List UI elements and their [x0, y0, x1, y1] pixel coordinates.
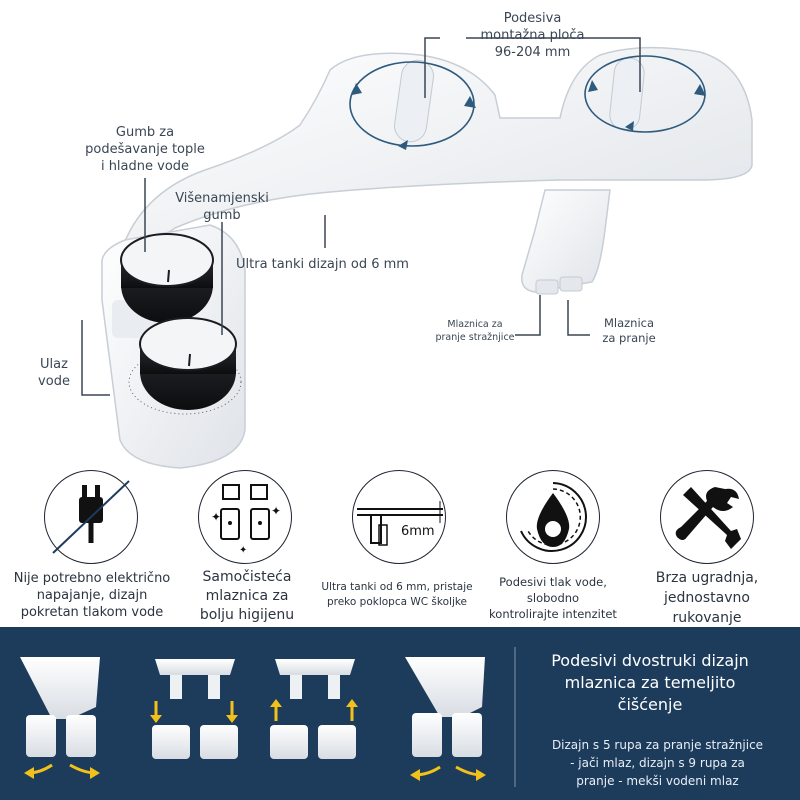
feature-tools-caption: Brza ugradnja, jednostavno rukovanje [655, 570, 759, 626]
nozzle-design-title: Podesivi dvostruki dizajn mlaznica za te… [551, 651, 749, 714]
feature-pressure [506, 470, 600, 564]
pressure-drop-icon [520, 482, 587, 552]
temperature-knob [120, 233, 214, 323]
no-plug-icon [52, 480, 130, 554]
feature-thin: 6mm [352, 470, 446, 564]
wash-nozzle-label: Mlaznica za pranje [602, 316, 656, 345]
nozzle-design-description: Dizajn s 5 rupa za pranje stražnjice - j… [551, 738, 764, 788]
nozzle-panel-1 [20, 657, 100, 779]
water-inlet-label: Ulaz vode [38, 357, 70, 389]
ultra-thin-label: Ultra tanki dizajn od 6 mm [236, 257, 409, 272]
svg-text:✦: ✦ [211, 510, 221, 524]
nozzle-panel-2 [150, 659, 238, 759]
self-clean-nozzle-icon: ✦ ✦ ✦ [211, 484, 281, 556]
mounting-plate-label: Podesiva montažna ploča 96-204 mm [480, 11, 585, 60]
feature-self-clean-caption: Samočisteća mlaznica za bolju higijenu [199, 569, 295, 623]
svg-text:✦: ✦ [239, 545, 247, 556]
callout-lines [81, 37, 641, 396]
nozzle-positions-illustration [20, 647, 516, 787]
feature-pressure-caption: Podesivi tlak vode, slobodno kontroliraj… [489, 575, 617, 621]
temp-knob-label: Gumb za podešavanje tople i hladne vode [85, 125, 205, 174]
product-illustration [81, 37, 753, 469]
feature-no-power [44, 470, 138, 564]
nozzle-panel-3 [270, 659, 358, 759]
multifunction-knob [139, 317, 237, 410]
mounting-plate [116, 46, 753, 264]
nozzle-design-band [0, 627, 800, 800]
feature-tools [660, 470, 754, 564]
nozzle-panel-4 [405, 657, 486, 781]
tools-icon [675, 487, 741, 549]
svg-text:✦: ✦ [271, 504, 281, 518]
feature-no-power-caption: Nije potrebno električno napajanje, diza… [13, 571, 171, 620]
thin-profile-icon: 6mm [357, 501, 443, 546]
feature-thin-caption: Ultra tanki od 6 mm, pristaje preko pokl… [321, 581, 473, 608]
feature-self-clean: ✦ ✦ ✦ [198, 470, 292, 564]
thin-profile-dimension: 6mm [401, 524, 435, 539]
rear-nozzle-label: Mlaznica za pranje stražnjice [435, 319, 515, 343]
multi-knob-label: Višenamjenski gumb [175, 191, 269, 223]
nozzle-arm [521, 189, 611, 295]
